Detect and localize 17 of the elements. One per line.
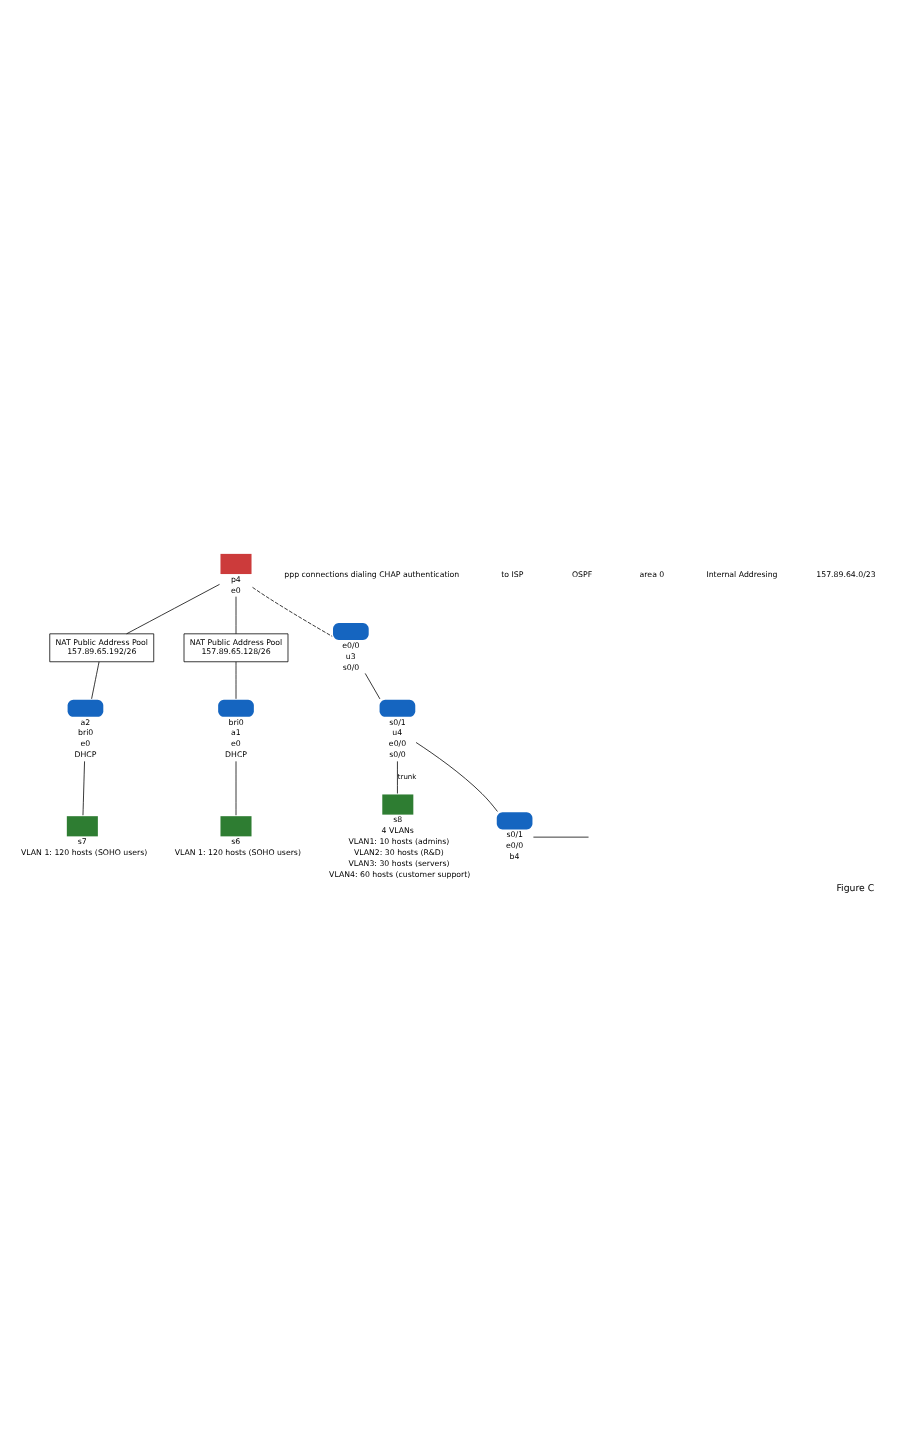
node-box (220, 816, 252, 837)
node-cylinder (496, 812, 533, 830)
node-cylinder (218, 699, 254, 717)
connector (397, 760, 398, 794)
node-box (382, 794, 414, 815)
connector (235, 596, 237, 635)
connector (415, 742, 498, 812)
connector (82, 760, 85, 816)
connector (252, 586, 333, 637)
node-cylinder (67, 699, 104, 717)
connector (91, 661, 100, 700)
node-cylinder (379, 699, 416, 717)
connector (126, 583, 220, 635)
node-box (220, 553, 252, 575)
node-cylinder (333, 622, 369, 640)
connector (364, 673, 381, 700)
node-box (66, 816, 98, 837)
